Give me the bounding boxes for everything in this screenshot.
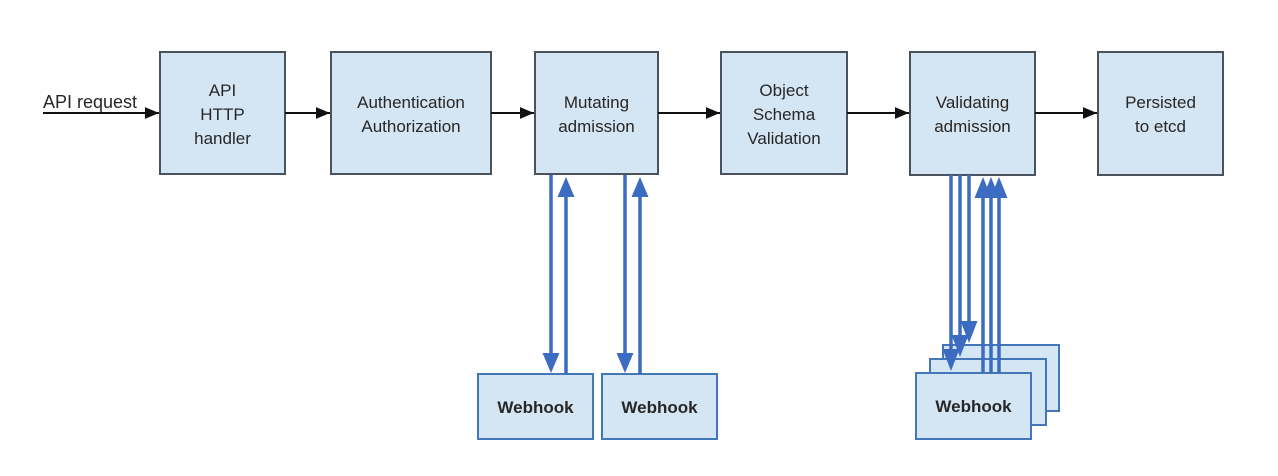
node-box: [720, 51, 848, 175]
arrow-up-head: [631, 177, 649, 197]
node-label-line: handler: [194, 129, 251, 148]
arrow-mutating-webhook-2: [616, 175, 649, 374]
node-label-line: Schema: [753, 105, 816, 124]
webhook-box: [601, 373, 718, 440]
webhook-box: [477, 373, 594, 440]
webhook-box-front: [915, 372, 1032, 440]
node-label-line: to etcd: [1135, 117, 1186, 136]
node-box: [909, 51, 1036, 176]
node-label-line: Authentication: [357, 93, 465, 112]
node-validating-admission: Validating admission: [909, 51, 1036, 176]
node-label-line: Validation: [747, 129, 820, 148]
node-label-line: Persisted: [1125, 93, 1196, 112]
arrow-down-head: [960, 321, 978, 343]
webhook-label: Webhook: [935, 397, 1012, 416]
webhook-validating-stack: Webhook: [915, 344, 1060, 440]
node-label-line: HTTP: [200, 105, 244, 124]
node-authentication-authorization: Authentication Authorization: [330, 51, 492, 175]
node-persisted-to-etcd: Persisted to etcd: [1097, 51, 1224, 176]
arrow-down-head: [542, 353, 560, 373]
node-box: [330, 51, 492, 175]
api-request-label: API request: [43, 92, 137, 112]
arrow-validating-webhooks: [942, 175, 1008, 373]
node-label-line: admission: [934, 117, 1011, 136]
node-label-line: Authorization: [361, 117, 460, 136]
arrow-mutating-webhook-1: [542, 175, 575, 374]
node-box: [534, 51, 659, 175]
node-object-schema-validation: Object Schema Validation: [720, 51, 848, 175]
node-label-line: Mutating: [564, 93, 629, 112]
arrow-up-head: [990, 177, 1008, 198]
node-label-line: API: [209, 81, 236, 100]
node-label-line: Validating: [936, 93, 1009, 112]
node-label-line: Object: [759, 81, 808, 100]
node-box: [1097, 51, 1224, 176]
node-api-http-handler: API HTTP handler: [159, 51, 286, 175]
webhook-mutating-2: Webhook: [601, 373, 718, 440]
arrow-down-head: [951, 335, 969, 357]
node-mutating-admission: Mutating admission: [534, 51, 659, 175]
webhook-label: Webhook: [621, 398, 698, 417]
webhook-mutating-1: Webhook: [477, 373, 594, 440]
webhook-label: Webhook: [497, 398, 574, 417]
node-label-line: admission: [558, 117, 635, 136]
arrow-down-head: [942, 349, 960, 371]
arrow-down-head: [616, 353, 634, 373]
arrow-up-head: [557, 177, 575, 197]
